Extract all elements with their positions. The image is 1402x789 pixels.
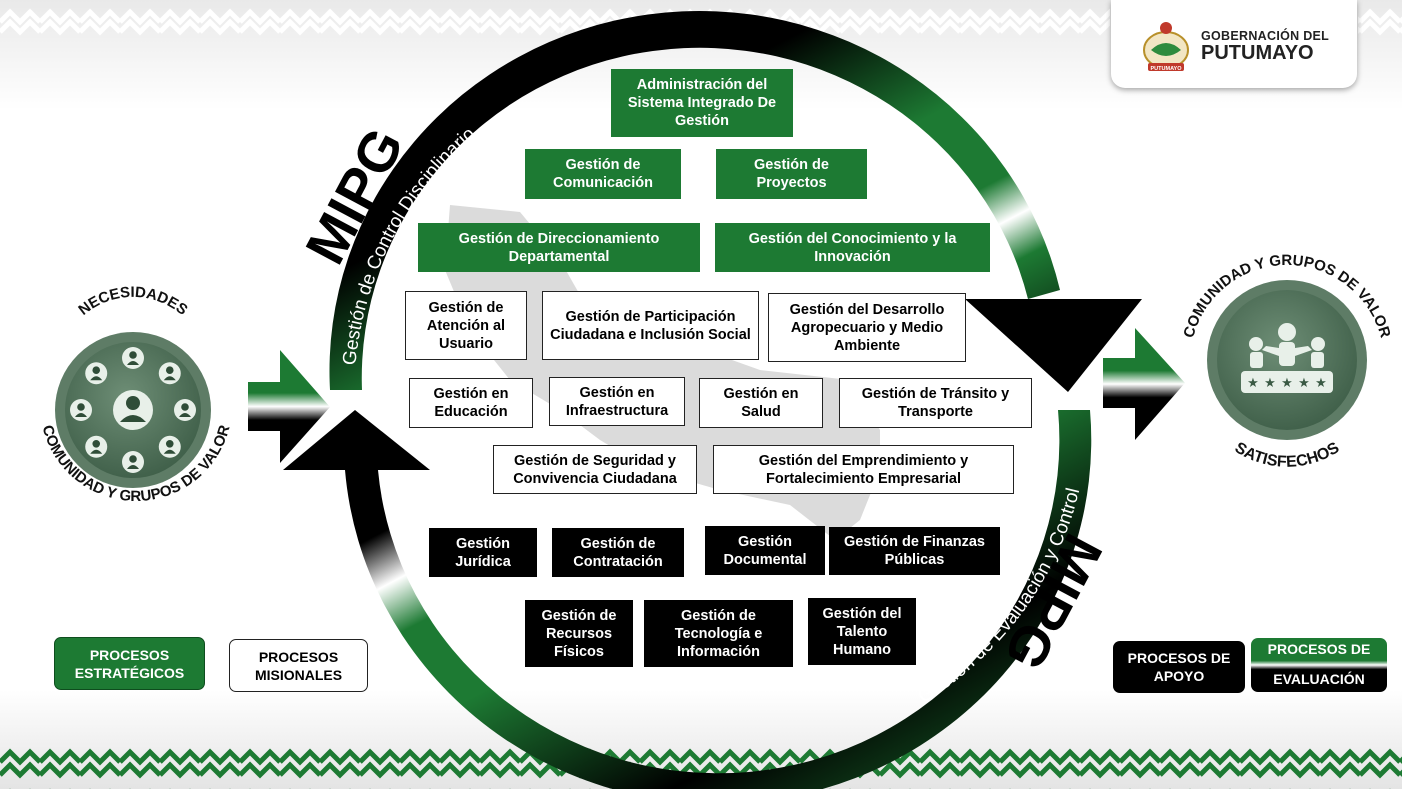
small-people-icons bbox=[70, 347, 196, 473]
missional-process-atencion[interactable]: Gestión de Atención al Usuario bbox=[405, 291, 527, 360]
strategic-process-direccionamiento[interactable]: Gestión de Direccionamiento Departamenta… bbox=[418, 223, 700, 272]
strategic-process-conocimiento[interactable]: Gestión del Conocimiento y la Innovación bbox=[715, 223, 990, 272]
legend-strategic: PROCESOS ESTRATÉGICOS bbox=[54, 637, 205, 690]
missional-process-infraestructura[interactable]: Gestión en Infraestructura bbox=[549, 377, 685, 426]
svg-text:★: ★ bbox=[1298, 376, 1310, 391]
support-process-documental[interactable]: Gestión Documental bbox=[705, 526, 825, 575]
missional-process-participacion[interactable]: Gestión de Participación Ciudadana e Inc… bbox=[542, 291, 759, 360]
person-icon bbox=[85, 362, 108, 385]
right-badge-bottom-label: SATISFECHOS bbox=[1232, 439, 1343, 471]
ring-top-arrowhead bbox=[965, 299, 1142, 392]
legend-missional: PROCESOS MISIONALES bbox=[229, 639, 368, 692]
satisfied-people-icon bbox=[1241, 323, 1333, 393]
person-icon bbox=[122, 347, 144, 369]
right-output-arrow bbox=[1103, 328, 1185, 440]
person-icon bbox=[158, 435, 181, 458]
missional-process-educacion[interactable]: Gestión en Educación bbox=[409, 378, 533, 428]
missional-process-seguridad[interactable]: Gestión de Seguridad y Convivencia Ciuda… bbox=[493, 445, 697, 494]
strategic-process-sig[interactable]: Administración del Sistema Integrado De … bbox=[611, 69, 793, 137]
person-icon bbox=[174, 399, 196, 421]
missional-process-transito[interactable]: Gestión de Tránsito y Transporte bbox=[839, 378, 1032, 428]
support-process-talento-humano[interactable]: Gestión del Talento Humano bbox=[808, 598, 916, 665]
coat-of-arms-icon: PUTUMAYO bbox=[1143, 22, 1189, 72]
legend-evaluation-top: PROCESOS DE bbox=[1267, 641, 1371, 657]
logo-line-2: PUTUMAYO bbox=[1201, 42, 1314, 64]
support-process-finanzas[interactable]: Gestión de Finanzas Públicas bbox=[829, 527, 1000, 575]
person-icon bbox=[122, 451, 144, 473]
person-icon bbox=[70, 399, 92, 421]
svg-text:★: ★ bbox=[1264, 376, 1276, 391]
missional-process-agropecuario[interactable]: Gestión del Desarrollo Agropecuario y Me… bbox=[768, 293, 966, 362]
person-icon bbox=[158, 362, 181, 385]
support-process-juridica[interactable]: Gestión Jurídica bbox=[429, 528, 537, 577]
person-icon bbox=[85, 435, 108, 458]
legend-evaluation-bottom: EVALUACIÓN bbox=[1273, 671, 1365, 687]
logo-line-1: GOBERNACIÓN DEL bbox=[1201, 29, 1330, 43]
logo-card: PUTUMAYO GOBERNACIÓN DEL PUTUMAYO bbox=[1111, 0, 1357, 88]
svg-text:★: ★ bbox=[1281, 376, 1293, 391]
support-process-tecnologia[interactable]: Gestión de Tecnología e Información bbox=[644, 600, 793, 667]
left-input-arrow bbox=[248, 350, 330, 463]
emblem-text: PUTUMAYO bbox=[1151, 66, 1183, 72]
svg-text:★: ★ bbox=[1315, 376, 1327, 391]
missional-process-emprendimiento[interactable]: Gestión del Emprendimiento y Fortalecimi… bbox=[713, 445, 1014, 494]
legend-evaluation: PROCESOS DE EVALUACIÓN bbox=[1251, 638, 1387, 692]
support-process-contratacion[interactable]: Gestión de Contratación bbox=[552, 528, 684, 577]
legend-support: PROCESOS DE APOYO bbox=[1113, 641, 1245, 693]
left-badge-top-label: NECESIDADES bbox=[75, 284, 190, 319]
svg-text:★: ★ bbox=[1247, 376, 1259, 391]
strategic-process-proyectos[interactable]: Gestión de Proyectos bbox=[716, 149, 867, 199]
strategic-process-comunicacion[interactable]: Gestión de Comunicación bbox=[525, 149, 681, 199]
ring-bottom-arrowhead bbox=[283, 410, 430, 470]
five-star-rating-icon: ★ ★ ★ ★ ★ bbox=[1247, 376, 1327, 391]
support-process-recursos-fisicos[interactable]: Gestión de Recursos Físicos bbox=[525, 600, 633, 667]
left-people-icons bbox=[113, 390, 153, 430]
missional-process-salud[interactable]: Gestión en Salud bbox=[699, 378, 823, 428]
